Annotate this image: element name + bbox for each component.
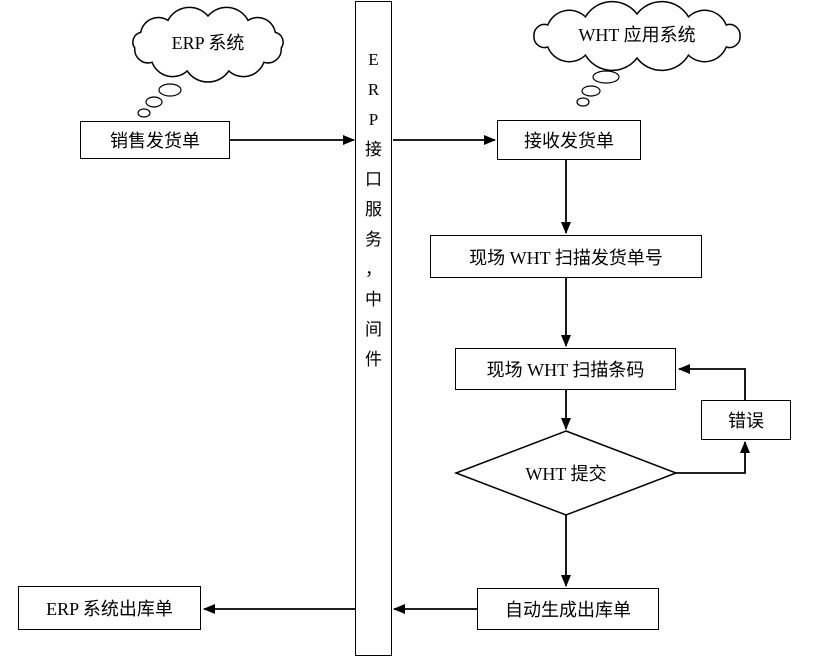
cloud-erp-label: ERP 系统 — [171, 33, 245, 53]
node-scan-barcode: 现场 WHT 扫描条码 — [455, 348, 676, 390]
cloud-wht-outline — [533, 0, 741, 72]
node-scan-delivery-no: 现场 WHT 扫描发货单号 — [430, 235, 702, 278]
thought-bubbles-wht — [576, 70, 620, 107]
arrow-error-to-scan-barcode — [678, 364, 746, 400]
cloud-erp-outline — [132, 6, 284, 83]
decision-label: WHT 提交 — [525, 464, 607, 484]
thought-bubble — [145, 96, 163, 108]
thought-bubbles-erp — [137, 83, 182, 118]
thought-bubble — [158, 83, 182, 97]
node-error: 错误 — [701, 400, 791, 440]
node-receive-delivery: 接收发货单 — [497, 120, 641, 160]
cloud-wht-label: WHT 应用系统 — [578, 25, 696, 45]
thought-bubble — [137, 108, 151, 118]
decision-diamond — [453, 430, 679, 516]
node-sales-delivery: 销售发货单 — [80, 121, 230, 159]
thought-bubble — [592, 70, 620, 84]
thought-bubble — [576, 97, 590, 107]
node-erp-outbound: ERP 系统出库单 — [18, 586, 201, 630]
arrow-decision-to-error — [676, 441, 750, 474]
thought-bubble — [581, 85, 601, 97]
node-auto-outbound: 自动生成出库单 — [477, 588, 659, 630]
